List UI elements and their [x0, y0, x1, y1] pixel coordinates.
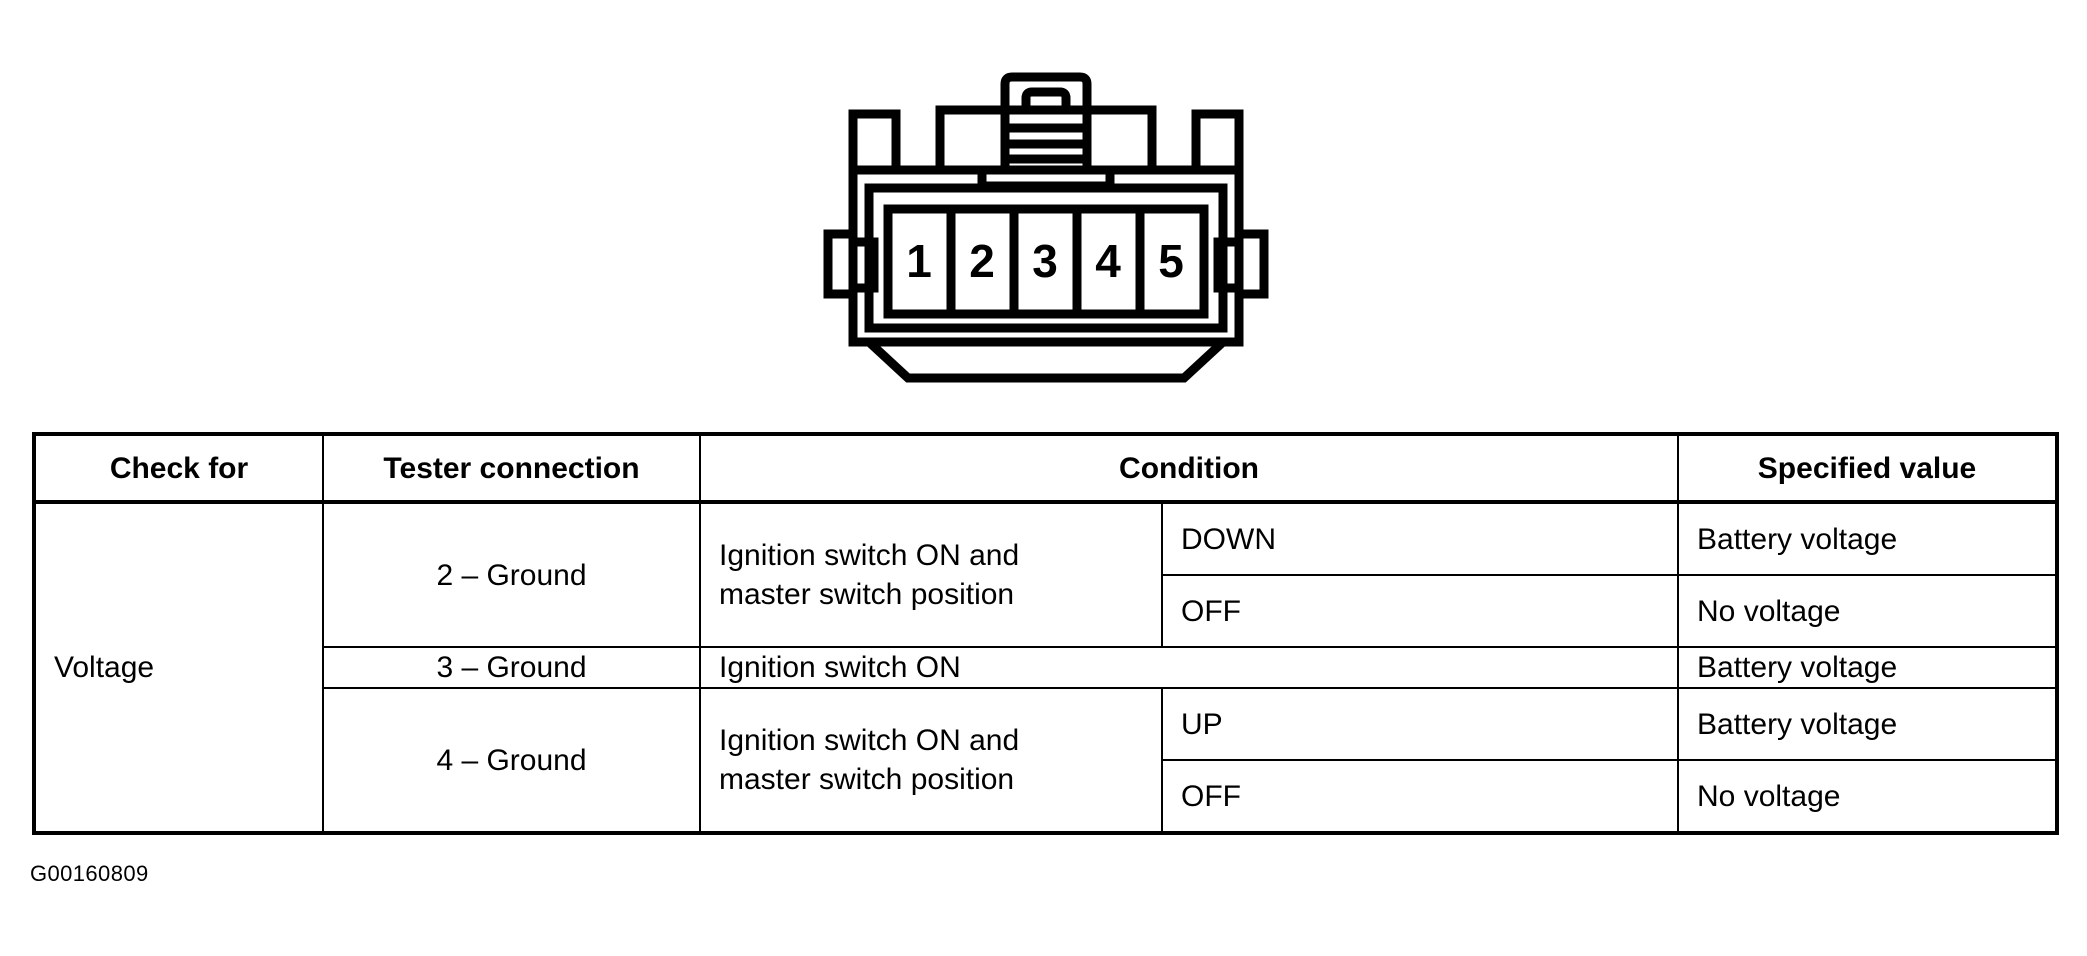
- cell-specified-value: Battery voltage: [1677, 501, 2059, 576]
- housing-inner: [864, 183, 1228, 333]
- condition-line-2: master switch position: [719, 578, 1015, 611]
- left-lock-tab-inner: [848, 237, 879, 293]
- pin-label-1: 1: [906, 235, 932, 287]
- latch-inner: [1021, 87, 1071, 110]
- pin-label-5: 5: [1158, 235, 1184, 287]
- cell-condition-state-off: OFF: [1160, 574, 1680, 648]
- specification-table-container: Check for Tester connection Condition Sp…: [32, 432, 2060, 835]
- latch-outer: [1000, 72, 1092, 110]
- inspection-table: Check for Tester connection Condition Sp…: [32, 432, 2060, 835]
- header-condition: Condition: [698, 433, 1680, 504]
- cell-check-for-voltage: Voltage: [33, 501, 324, 834]
- table-row: 3 – Ground Ignition switch ON Battery vo…: [34, 646, 2059, 689]
- cell-condition-state-down: DOWN: [1160, 501, 1680, 576]
- cell-specified-value: No voltage: [1677, 759, 2059, 834]
- pin-label-4: 4: [1095, 235, 1121, 287]
- cell-condition-3: Ignition switch ON: [698, 646, 1680, 689]
- condition-line-1: Ignition switch ON and: [719, 539, 1020, 572]
- cell-condition-state-off: OFF: [1160, 759, 1680, 834]
- cell-specified-value: Battery voltage: [1677, 646, 2059, 689]
- figure-caption-id: G00160809: [30, 861, 149, 886]
- table-row: OFF No voltage: [34, 759, 2059, 834]
- connector-drawing: 1 2 3 4 5: [823, 72, 1269, 383]
- cell-tester-connection-2: 2 – Ground: [322, 501, 701, 648]
- cell-condition-state-up: UP: [1160, 687, 1680, 761]
- right-wing-post: [1191, 109, 1244, 175]
- condition-line-1: Ignition switch ON: [719, 651, 961, 684]
- cell-specified-value: No voltage: [1677, 574, 2059, 648]
- cell-condition-2: Ignition switch ON and master switch pos…: [699, 501, 1163, 648]
- cell-condition-4: Ignition switch ON and master switch pos…: [699, 687, 1163, 834]
- cell-tester-connection-3: 3 – Ground: [322, 646, 701, 689]
- right-lock-tab-inner: [1213, 237, 1244, 293]
- pin-label-2: 2: [969, 235, 995, 287]
- table-row: 4 – Ground Ignition switch ON and master…: [34, 687, 2059, 834]
- cavity-frame: [883, 204, 1209, 319]
- left-wing-post: [848, 109, 901, 175]
- condition-line-2: master switch position: [719, 763, 1015, 796]
- header-tester-connection: Tester connection: [322, 433, 701, 504]
- cell-specified-value: Battery voltage: [1677, 687, 2059, 761]
- header-check-for: Check for: [33, 433, 324, 504]
- table-row: OFF No voltage: [34, 574, 2059, 648]
- pin-label-3: 3: [1032, 235, 1058, 287]
- header-specified-value: Specified value: [1677, 433, 2059, 504]
- condition-line-1: Ignition switch ON and: [719, 724, 1020, 757]
- table-header-row: Check for Tester connection Condition Sp…: [33, 433, 2059, 504]
- left-lock-tab-outer: [823, 229, 858, 299]
- cell-tester-connection-4: 4 – Ground: [322, 687, 701, 834]
- bottom-skirt: [857, 337, 1235, 383]
- table-row: Voltage 2 – Ground Ignition switch ON an…: [33, 501, 2059, 834]
- connector-illustration: 1 2 3 4 5: [806, 66, 1286, 402]
